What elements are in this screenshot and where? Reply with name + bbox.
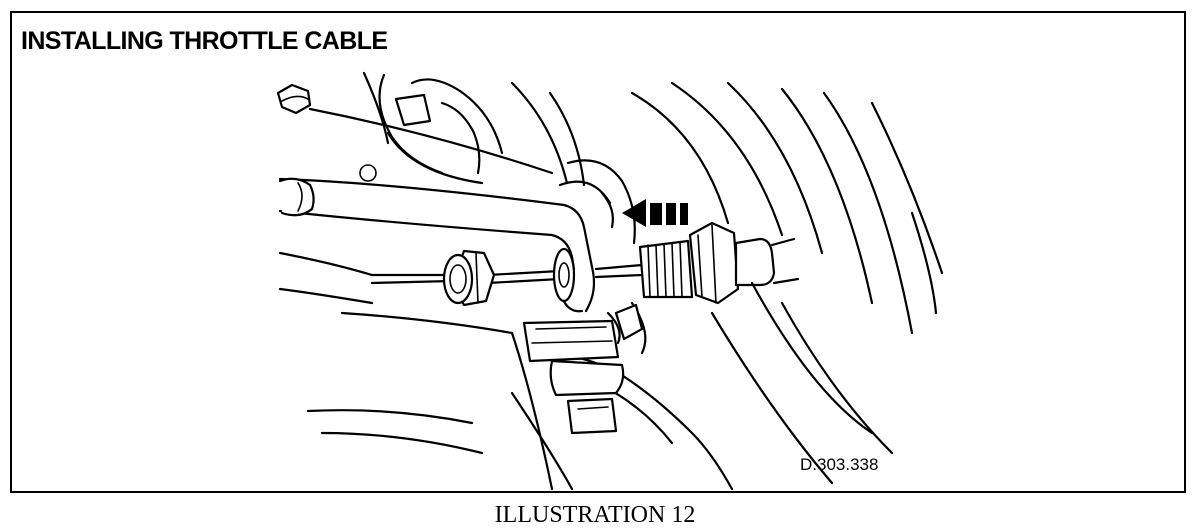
intake-body-outline [308,71,586,187]
small-nut-top [276,83,312,115]
engine-casing [630,81,944,485]
figure-title: INSTALLING THROTTLE CABLE [21,27,388,55]
lever-washer [552,247,576,303]
figure-frame: INSTALLING THROTTLE CABLE [10,11,1186,493]
mounting-bracket [558,159,647,355]
drawing-reference-code: D.303.338 [800,455,879,474]
cable-nut-left [442,249,496,307]
illustration-caption: ILLUSTRATION 12 [494,502,696,528]
throttle-cable-drawing [276,71,944,491]
cable-adjuster [638,221,800,305]
throttle-lever [278,177,596,313]
inner-cable-wire [370,263,644,285]
hose-clamp-assembly [278,251,734,491]
